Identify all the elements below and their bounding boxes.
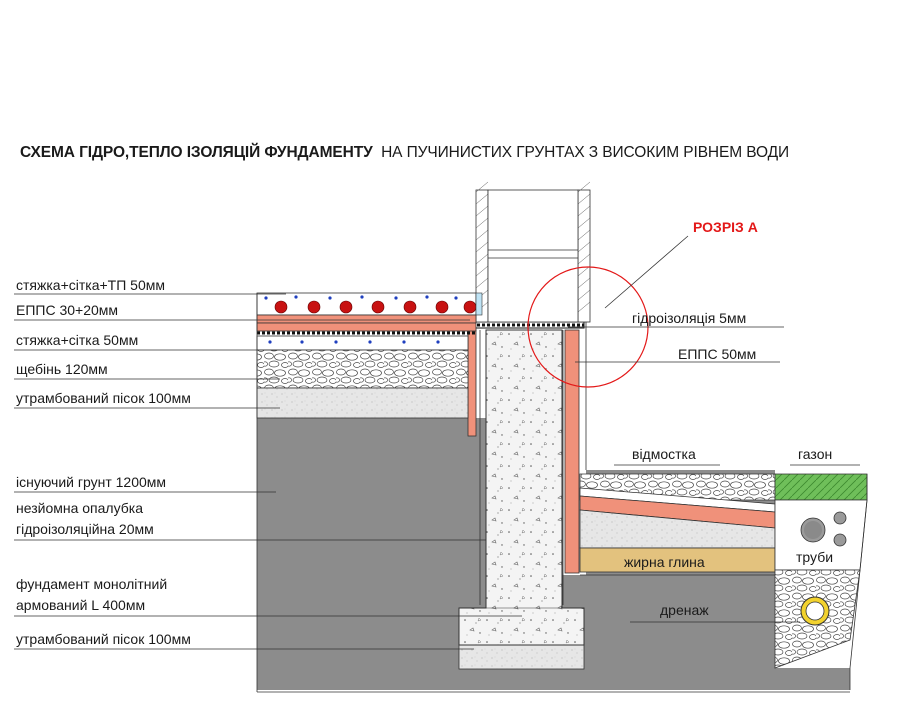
lawn (774, 473, 868, 501)
pipe-small (833, 511, 847, 525)
gravel-layer (256, 349, 469, 389)
sand-layer-top (256, 387, 469, 419)
label-epps-30-20: ЕППС 30+20мм (16, 302, 119, 318)
label-epps-50: ЕППС 50мм (678, 346, 757, 362)
label-soil: існуючий грунт 1200мм (16, 474, 167, 490)
epps-50-strip (564, 329, 580, 574)
screed-mesh-layer (256, 335, 469, 351)
label-formwork-line1: незйомна опалубка (16, 500, 143, 516)
label-formwork-line2: гідроізоляційна 20мм (16, 521, 154, 537)
label-section-a: РОЗРІЗ А (693, 219, 758, 235)
sand-bed-bottom (458, 644, 585, 670)
label-foundation-line1: фундамент монолітний (16, 576, 168, 592)
epps-30-20-layer (256, 314, 477, 324)
leader-lines (14, 235, 860, 650)
label-gravel: щебінь 120мм (16, 361, 108, 377)
label-screed-mesh: стяжка+сітка 50мм (16, 332, 139, 348)
epps-left-strip (467, 329, 477, 437)
label-sand-top: утрамбований пісок 100мм (16, 390, 191, 406)
label-lawn: газон (798, 446, 833, 462)
fat-clay-layer (579, 547, 776, 573)
diagram-title: СХЕМА ГІДРО,ТЕПЛО ІЗОЛЯЦІЙ ФУНДАМЕНТУ НА… (20, 144, 789, 162)
heating-pipes (274, 300, 477, 314)
label-sand-bottom: утрамбований пісок 100мм (16, 631, 191, 647)
pipes-group (800, 511, 847, 547)
label-drainage: дренаж (660, 602, 709, 618)
title-bold: СХЕМА ГІДРО,ТЕПЛО ІЗОЛЯЦІЙ ФУНДАМЕНТУ (20, 144, 373, 161)
label-waterproofing: гідроізоляція 5мм (632, 310, 747, 326)
existing-soil-left (257, 418, 486, 690)
label-pipes: труби (796, 549, 834, 565)
label-blind-area: відмостка (632, 446, 696, 462)
label-clay: жирна глина (624, 554, 705, 570)
label-screed-mesh-tp: стяжка+сітка+ТП 50мм (16, 277, 165, 293)
title-normal: НА ПУЧИНИСТИХ ГРУНТАХ З ВИСОКИМ РІВНЕМ В… (381, 144, 790, 161)
label-foundation-line2: армований L 400мм (16, 597, 146, 613)
wall-above (487, 189, 579, 323)
